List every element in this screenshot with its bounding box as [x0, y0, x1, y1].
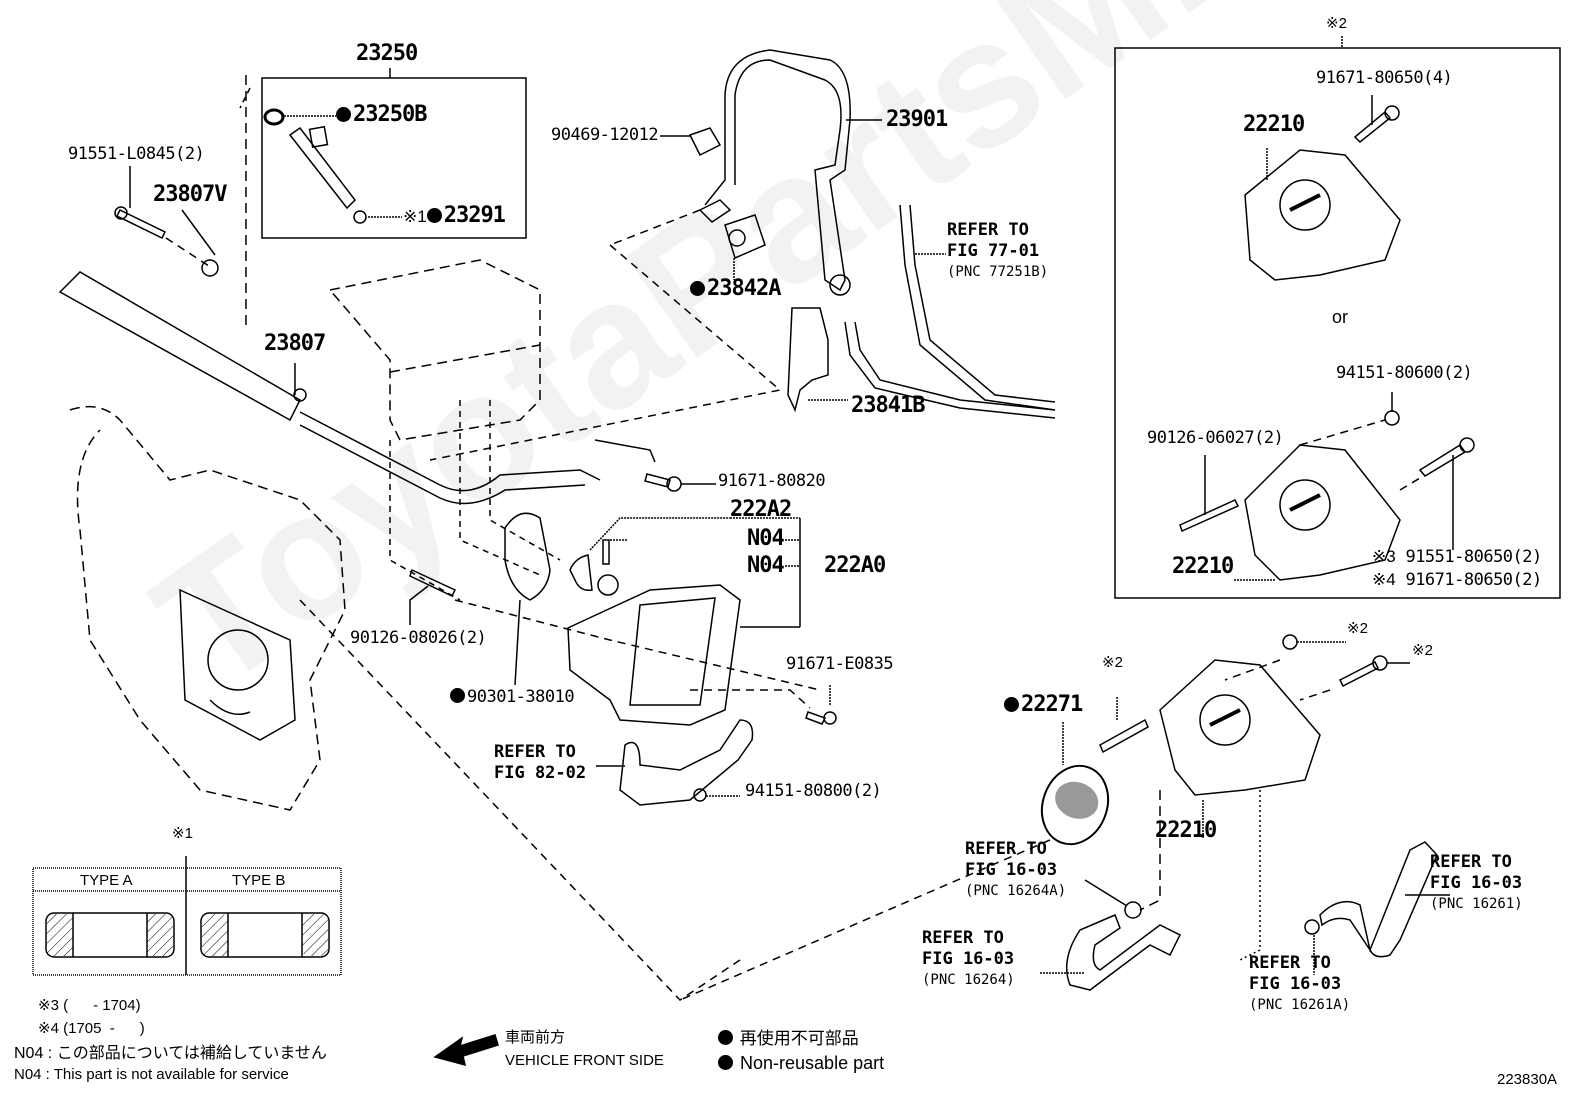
- refer-fig-82-02: REFER TO FIG 82-02: [494, 742, 587, 783]
- label-22210-variant2: 22210: [1172, 554, 1234, 579]
- label-23841B: 23841B: [851, 393, 925, 418]
- type-table-frame: [32, 867, 342, 976]
- injector-shape: [288, 125, 367, 224]
- label-23250: 23250: [356, 41, 418, 66]
- note-4-range: ※4 (1705 - ): [38, 1020, 145, 1037]
- intake-manifold-shape: [69, 405, 346, 811]
- label-91551-L0845: 91551-L0845(2): [68, 144, 205, 164]
- label-23901: 23901: [886, 107, 948, 132]
- non-reusable-dot-icon: [718, 1030, 733, 1045]
- non-reusable-legend-japanese: 再使用不可部品: [718, 1030, 859, 1047]
- note-2-bolt: ※2: [1412, 642, 1433, 659]
- refer-pnc-16261A: REFER TO FIG 16-03 (PNC 16261A): [1249, 953, 1351, 1013]
- non-reusable-dot-icon: [690, 281, 705, 296]
- note-2-nut: ※2: [1347, 620, 1368, 637]
- label-22210-variant1: 22210: [1243, 112, 1305, 137]
- label-91671-80650-2: ※4 91671-80650(2): [1372, 570, 1542, 590]
- label-N04-a: N04: [747, 526, 785, 551]
- label-94151-80800: 94151-80800(2): [745, 781, 882, 801]
- label-91671-E0835: 91671-E0835: [786, 654, 894, 674]
- label-23842A: 23842A: [690, 278, 781, 300]
- actuator-222A0-shape: [567, 584, 741, 726]
- refer-fig-77-01: REFER TO FIG 77-01 (PNC 77251B): [947, 220, 1049, 280]
- non-reusable-dot-icon: [718, 1055, 733, 1070]
- delivery-pipe-shape: [58, 271, 301, 422]
- gasket-90301-shape: [504, 512, 551, 601]
- refer-pnc-16261: REFER TO FIG 16-03 (PNC 16261): [1430, 852, 1523, 912]
- label-22271: 22271: [1004, 694, 1083, 716]
- non-reusable-dot-icon: [1004, 697, 1019, 712]
- label-91671-80820: 91671-80820: [718, 471, 826, 491]
- label-90469-12012: 90469-12012: [551, 125, 659, 145]
- label-22210-main: 22210: [1155, 818, 1217, 843]
- type-a-cross-section: [45, 912, 175, 958]
- hose-16264-shape: [1065, 914, 1182, 991]
- n04-note-english: N04 : This part is not available for ser…: [14, 1066, 289, 1083]
- label-94151-80600: 94151-80600(2): [1336, 363, 1473, 383]
- diagram-code: 223830A: [1497, 1071, 1558, 1088]
- option-box-note-2: ※2: [1326, 15, 1347, 32]
- label-222A0: 222A0: [824, 553, 886, 578]
- refer-pnc-16264A: REFER TO FIG 16-03 (PNC 16264A): [965, 839, 1067, 899]
- label-23807: 23807: [264, 331, 326, 356]
- label-222A2: 222A2: [730, 497, 792, 522]
- o-ring-shape: [263, 108, 285, 126]
- vehicle-front-english: VEHICLE FRONT SIDE: [505, 1052, 664, 1069]
- clip-23842A-shape: [724, 214, 766, 260]
- non-reusable-dot-icon: [426, 208, 442, 223]
- fuel-hose-shape: [704, 49, 851, 292]
- label-90301-38010: 90301-38010: [450, 688, 575, 706]
- throttle-option-box: [1114, 47, 1561, 599]
- non-reusable-legend-english: Non-reusable part: [718, 1054, 884, 1072]
- gasket-22271-shape: [1040, 764, 1110, 846]
- note-3-range: ※3 ( - 1704): [38, 997, 141, 1014]
- throttle-body-variant2-shape: [1179, 392, 1475, 581]
- label-23807V: 23807V: [153, 182, 227, 207]
- label-N04-b: N04: [747, 553, 785, 578]
- label-or: or: [1332, 307, 1349, 327]
- injector-kit-box: [261, 77, 527, 239]
- n04-note-japanese: N04 : この部品については補給していません: [14, 1045, 327, 1062]
- clip-90469-shape: [688, 127, 722, 157]
- label-91671-80650-4: 91671-80650(4): [1316, 68, 1453, 88]
- type-table-note-1: ※1: [172, 825, 193, 842]
- refer-pnc-16264: REFER TO FIG 16-03 (PNC 16264): [922, 928, 1015, 988]
- type-b-cross-section: [200, 912, 330, 958]
- throttle-body-variant1-shape: [1244, 95, 1401, 281]
- non-reusable-dot-icon: [450, 688, 465, 703]
- label-23250B: 23250B: [336, 104, 427, 126]
- type-a-label: TYPE A: [80, 872, 133, 889]
- label-90126-06027: 90126-06027(2): [1147, 428, 1284, 448]
- vehicle-front-japanese: 車両前方: [505, 1029, 566, 1046]
- note-2-stud: ※2: [1102, 654, 1123, 671]
- non-reusable-dot-icon: [336, 107, 351, 122]
- throttle-body-main-shape: [1099, 634, 1410, 838]
- type-b-label: TYPE B: [232, 872, 286, 889]
- label-90126-08026: 90126-08026(2): [350, 628, 487, 648]
- hose-16261-shape: [1319, 841, 1438, 958]
- vehicle-front-arrow-icon: [433, 1034, 499, 1067]
- label-91551-80650: ※3 91551-80650(2): [1372, 547, 1542, 567]
